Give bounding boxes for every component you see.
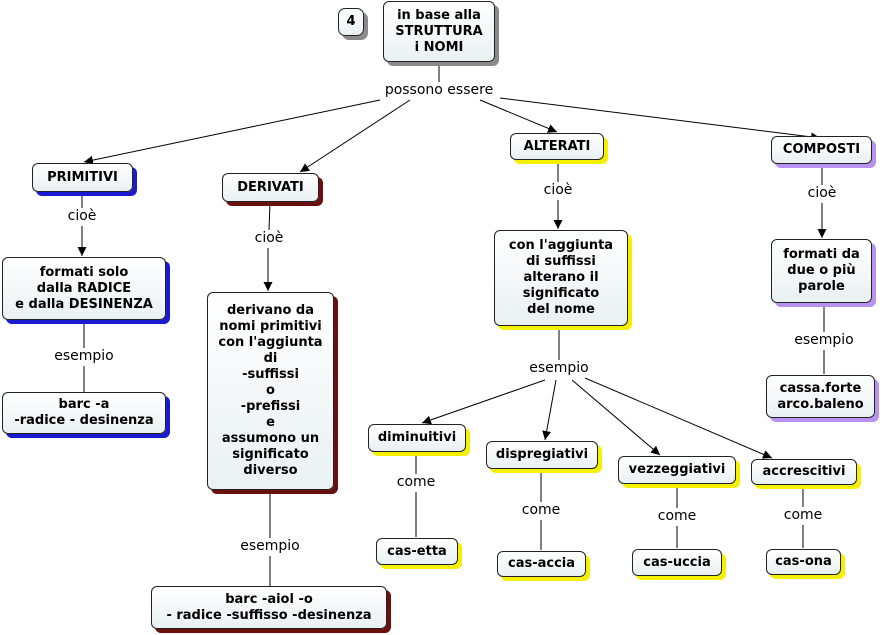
link-label-esempio: esempio	[792, 332, 856, 349]
link-label-cioe: cioè	[252, 230, 286, 247]
example-diminuitivi: cas-etta	[376, 538, 458, 565]
type-dispregiativi: dispregiativi	[486, 441, 598, 469]
link-label-come: come	[655, 508, 699, 525]
definition-alterati: con l'aggiunta di suffissi alterano il s…	[494, 230, 628, 326]
link-label-cioe: cioè	[541, 182, 575, 199]
link-label-esempio: esempio	[527, 360, 591, 377]
example-vezzeggiativi: cas-uccia	[632, 549, 722, 576]
link-label-come: come	[519, 502, 563, 519]
connector-to-diminuitivi	[421, 379, 546, 425]
connector-to-alterati	[479, 99, 558, 133]
type-accrescitivi: accrescitivi	[751, 459, 857, 485]
root-concept: in base alla STRUTTURA i NOMI	[383, 1, 495, 62]
category-alterati: ALTERATI	[510, 133, 604, 160]
connector-to-accrescitivi	[584, 377, 773, 459]
example-accrescitivi: cas-ona	[766, 549, 841, 575]
link-label-come: come	[394, 474, 438, 491]
definition-primitivi: formati solo dalla RADICE e dalla DESINE…	[2, 257, 166, 320]
map-number-badge: 4	[338, 8, 364, 36]
example-primitivi: barc -a -radice - desinenza	[2, 392, 166, 434]
connector-derivati-cioe	[268, 201, 271, 231]
connector-to-primitivi	[83, 99, 381, 165]
definition-composti: formati da due o più parole	[771, 239, 872, 303]
connector-to-dispregiativi	[542, 379, 557, 441]
connector-to-vezzeggiativi	[571, 379, 661, 456]
example-dispregiativi: cas-accia	[497, 551, 586, 577]
example-composti: cassa.forte arco.baleno	[766, 375, 875, 418]
root-link-label: possono essere	[382, 82, 496, 99]
definition-derivati: derivano da nomi primitivi con l'aggiunt…	[207, 292, 334, 490]
link-label-esempio: esempio	[52, 348, 116, 365]
link-label-cioe: cioè	[805, 185, 839, 202]
category-derivati: DERIVATI	[222, 173, 319, 202]
type-vezzeggiativi: vezzeggiativi	[618, 456, 736, 484]
connector-to-derivati	[299, 99, 411, 173]
link-label-esempio: esempio	[238, 538, 302, 555]
link-label-come: come	[781, 507, 825, 524]
connector-to-composti	[499, 97, 821, 142]
category-primitivi: PRIMITIVI	[32, 163, 133, 192]
type-diminuitivi: diminuitivi	[368, 424, 466, 452]
category-composti: COMPOSTI	[771, 136, 872, 164]
example-derivati: barc -aiol -o - radice -suffisso -desine…	[151, 586, 387, 629]
link-label-cioe: cioè	[65, 208, 99, 225]
